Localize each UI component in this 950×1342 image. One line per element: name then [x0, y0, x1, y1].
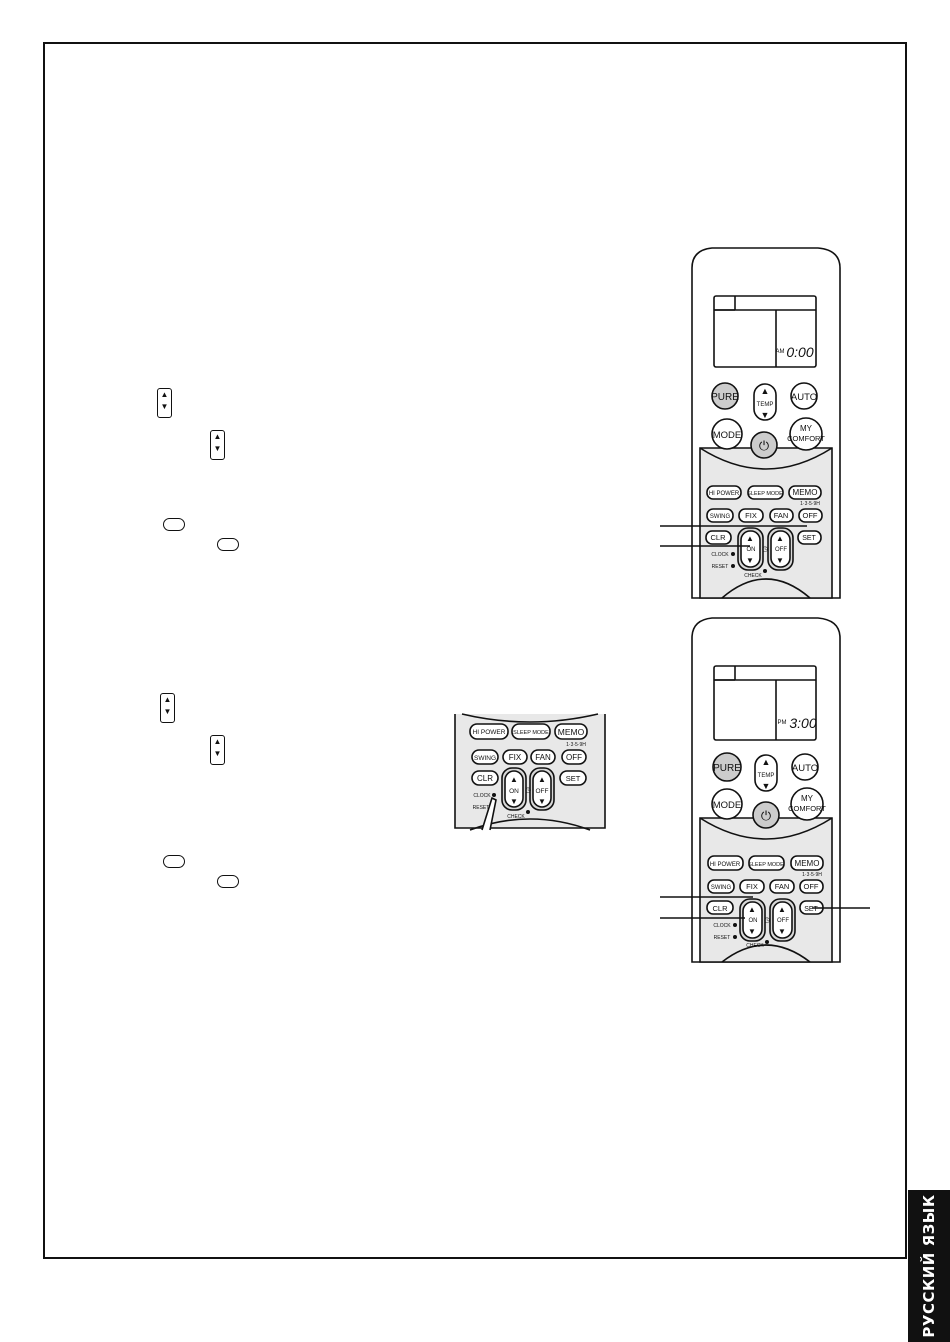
svg-text:TEMP: TEMP: [758, 773, 775, 779]
svg-text:ON: ON: [509, 788, 519, 795]
svg-text:▲: ▲: [762, 757, 771, 767]
svg-text:ON: ON: [749, 918, 758, 924]
page-frame: [43, 42, 907, 1259]
svg-text:▼: ▼: [761, 410, 770, 420]
svg-text:PURE: PURE: [713, 763, 741, 774]
comfort-label: COMFORT: [787, 434, 825, 443]
temp-button: TEMP: [757, 402, 774, 408]
svg-text:MEMO: MEMO: [795, 859, 820, 868]
language-tab-label: РУССКИЙ ЯЗЫК: [920, 1194, 938, 1338]
clr-button: CLR: [710, 533, 726, 542]
svg-text:▲: ▲: [746, 534, 754, 543]
svg-text:MY: MY: [801, 794, 814, 803]
svg-text:RESET: RESET: [473, 805, 490, 811]
fix-button: FIX: [745, 511, 757, 520]
set-button: SET: [802, 535, 816, 542]
svg-text:MEMO: MEMO: [558, 727, 585, 737]
svg-text:SWING: SWING: [474, 755, 496, 762]
svg-text:OFF: OFF: [804, 882, 819, 891]
language-tab: РУССКИЙ ЯЗЫК: [908, 1190, 950, 1342]
svg-text:SET: SET: [566, 774, 581, 783]
svg-text:FAN: FAN: [775, 882, 790, 891]
svg-text:AUTO: AUTO: [792, 763, 818, 774]
swing-button: SWING: [710, 514, 731, 520]
hours-label: 1·3·5·9H: [800, 501, 820, 507]
reset-label: RESET: [712, 564, 729, 570]
svg-text:▲: ▲: [776, 534, 784, 543]
off-button: OFF: [803, 511, 818, 520]
oval-button-icon: [217, 875, 239, 888]
fan-button: FAN: [774, 511, 789, 520]
svg-text:OFF: OFF: [777, 918, 789, 924]
svg-text:COMFORT: COMFORT: [788, 804, 826, 813]
svg-text:OFF: OFF: [536, 788, 549, 795]
svg-text:▲: ▲: [748, 905, 756, 914]
display-time: 0:00: [786, 344, 813, 360]
my-comfort-label: MY: [800, 424, 813, 433]
svg-text:▲: ▲: [538, 775, 546, 784]
svg-text:SWING: SWING: [711, 885, 732, 891]
svg-text:▼: ▼: [748, 927, 756, 936]
svg-text:▼: ▼: [776, 556, 784, 565]
svg-text:▼: ▼: [746, 556, 754, 565]
svg-text:▲: ▲: [510, 775, 518, 784]
updown-button-icon: ▲▼: [210, 430, 225, 460]
display-period-2: PM: [778, 720, 787, 726]
clock-label: CLOCK: [711, 552, 729, 558]
sleep-mode-button: SLEEP MODE: [747, 491, 783, 497]
svg-text:CHECK: CHECK: [507, 814, 525, 820]
svg-text:▼: ▼: [510, 797, 518, 806]
svg-text:◷: ◷: [525, 787, 531, 794]
svg-text:CLR: CLR: [477, 774, 493, 783]
auto-button: AUTO: [791, 392, 817, 403]
hi-power-button: HI POWER: [709, 491, 740, 497]
oval-button-icon: [217, 538, 239, 551]
svg-text:⏻: ⏻: [761, 808, 771, 823]
svg-text:RESET: RESET: [714, 935, 731, 941]
svg-text:OFF: OFF: [566, 753, 582, 762]
oval-button-icon: [163, 855, 185, 868]
mode-button: MODE: [713, 430, 742, 441]
svg-text:◷: ◷: [764, 917, 770, 924]
svg-text:▼: ▼: [538, 797, 546, 806]
memo-button: MEMO: [793, 488, 818, 497]
power-button: ⏻: [759, 438, 769, 453]
pure-button: PURE: [711, 392, 739, 403]
svg-text:SLEEP MODE: SLEEP MODE: [513, 730, 549, 736]
svg-text:▲: ▲: [761, 386, 770, 396]
svg-text:FIX: FIX: [746, 882, 758, 891]
svg-text:HI POWER: HI POWER: [473, 729, 506, 736]
svg-text:1·3·5·9H: 1·3·5·9H: [802, 872, 822, 878]
svg-text:CHECK: CHECK: [746, 943, 764, 949]
updown-button-icon: ▲▼: [160, 693, 175, 723]
svg-text:FIX: FIX: [509, 753, 522, 762]
svg-text:▼: ▼: [778, 927, 786, 936]
updown-button-icon: ▲▼: [157, 388, 172, 418]
svg-text:HI POWER: HI POWER: [710, 862, 741, 868]
updown-button-icon: ▲▼: [210, 735, 225, 765]
svg-text:CLR: CLR: [712, 904, 728, 913]
svg-text:CLOCK: CLOCK: [473, 793, 491, 799]
svg-text:MODE: MODE: [713, 800, 742, 811]
svg-text:◷: ◷: [762, 546, 768, 553]
svg-text:SET: SET: [804, 906, 818, 913]
display-period: AM: [776, 349, 785, 355]
off-timer-label: OFF: [775, 547, 787, 553]
check-label: CHECK: [744, 573, 762, 579]
oval-button-icon: [163, 518, 185, 531]
svg-text:SLEEP MODE: SLEEP MODE: [748, 862, 784, 868]
on-timer-label: ON: [747, 547, 756, 553]
svg-text:▲: ▲: [778, 905, 786, 914]
svg-text:CLOCK: CLOCK: [713, 923, 731, 929]
display-time-2: 3:00: [789, 715, 816, 731]
svg-text:▼: ▼: [762, 781, 771, 791]
svg-text:FAN: FAN: [535, 753, 551, 762]
svg-text:1·3·5·9H: 1·3·5·9H: [566, 742, 586, 748]
